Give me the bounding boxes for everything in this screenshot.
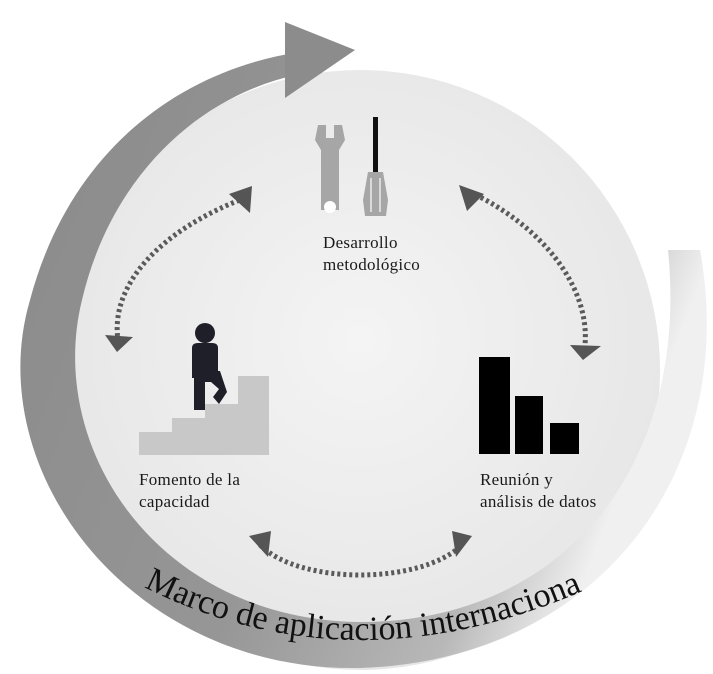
- central-disc: [60, 70, 660, 670]
- bar-large: [479, 357, 510, 454]
- screwdriver-icon: [363, 117, 388, 216]
- methodology-label-line2: metodológico: [323, 255, 420, 274]
- capacity-label: Fomento de la: [139, 470, 240, 489]
- outer-cycle-arrow: [20, 22, 707, 669]
- stairs-icon: [139, 376, 269, 455]
- bar-chart-icon: [479, 357, 579, 454]
- bar-small: [550, 423, 579, 454]
- connector-methodology-capacity: [105, 186, 252, 352]
- person-icon: [192, 323, 227, 410]
- wrench-icon: [315, 125, 345, 210]
- data-label-line2: análisis de datos: [480, 492, 597, 511]
- connector-capacity-data: [249, 531, 472, 578]
- capacity-label-line2: capacidad: [139, 492, 210, 511]
- bar-medium: [515, 396, 543, 454]
- wrench-and-screwdriver-icon: [315, 117, 388, 216]
- data-label: Reunión y: [480, 470, 553, 489]
- connector-methodology-data: [459, 185, 601, 360]
- person-climbing-stairs-icon: [139, 323, 269, 455]
- methodology-label: Desarrollo: [323, 233, 398, 252]
